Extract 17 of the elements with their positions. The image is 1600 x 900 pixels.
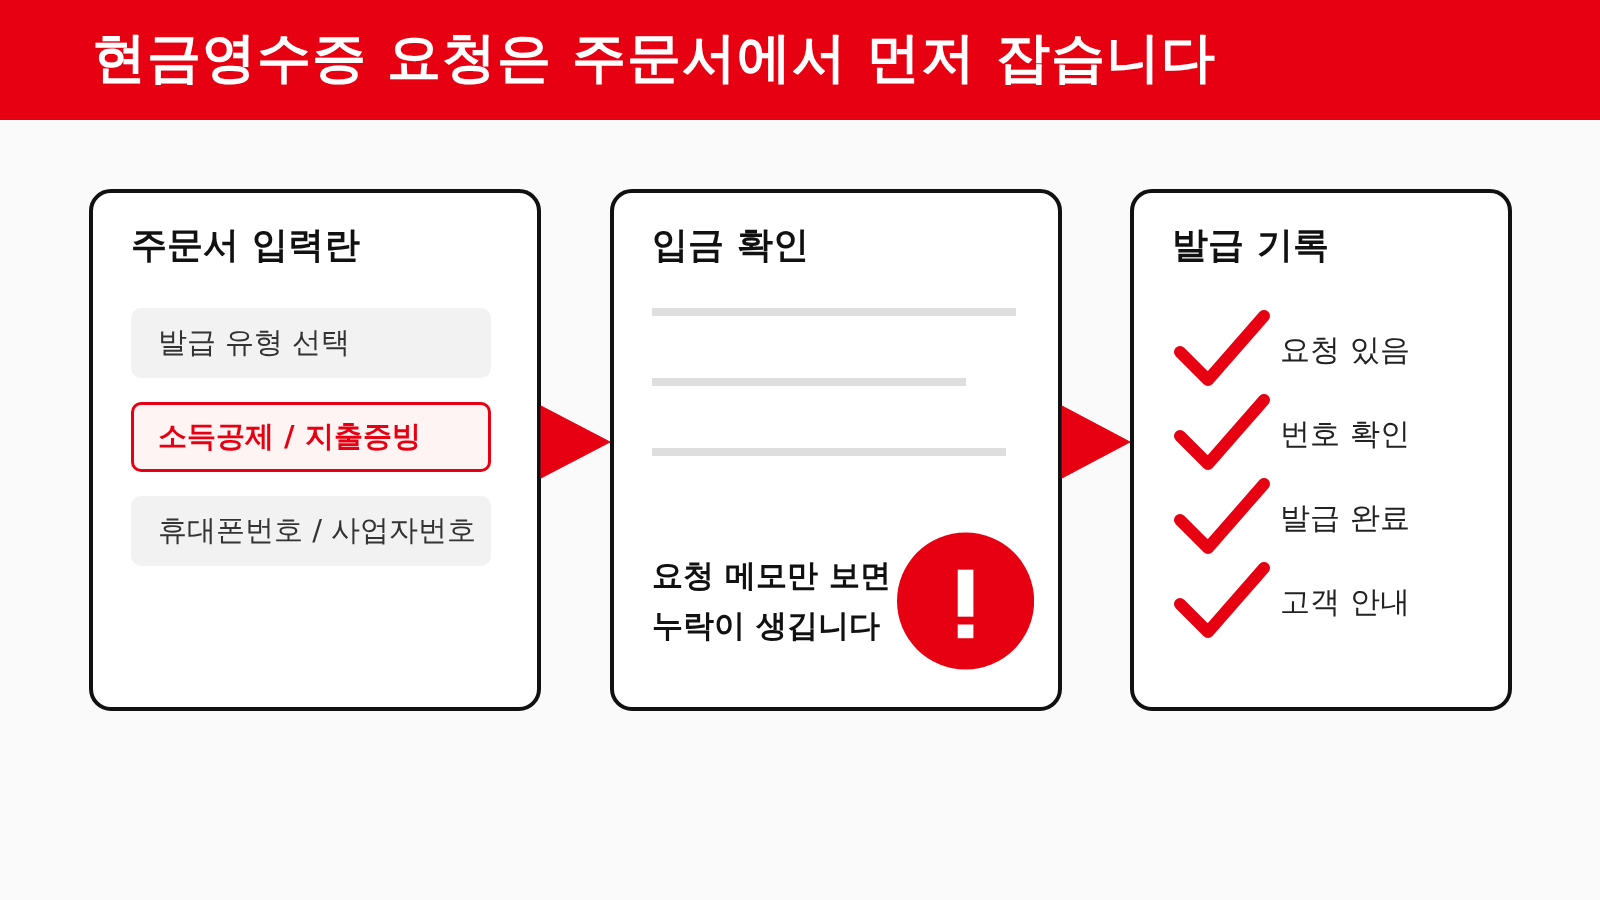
input-field: 휴대폰번호 / 사업자번호 bbox=[131, 496, 491, 566]
card-panel bbox=[1130, 189, 1512, 711]
panel-heading: 발급 기록 bbox=[1172, 223, 1330, 267]
panel-heading: 입금 확인 bbox=[652, 223, 810, 267]
card-panel bbox=[610, 189, 1062, 711]
input-field: 발급 유형 선택 bbox=[131, 308, 491, 378]
warning-note: 요청 메모만 보면 누락이 생깁니다 bbox=[652, 556, 892, 645]
arrow bbox=[540, 405, 611, 479]
selected-input-field: 소득공제 / 지출증빙 bbox=[131, 402, 491, 472]
checklist-item: 발급 완료 bbox=[1280, 498, 1410, 537]
checklist-item: 고객 안내 bbox=[1280, 582, 1410, 621]
checklist-item: 번호 확인 bbox=[1280, 414, 1410, 453]
card-panel bbox=[89, 189, 541, 711]
arrow bbox=[1061, 405, 1131, 479]
checklist-item: 요청 있음 bbox=[1280, 330, 1410, 369]
panel-heading: 주문서 입력란 bbox=[131, 223, 361, 267]
title: 현금영수증 요청은 주문서에서 먼저 잡습니다 bbox=[92, 25, 1217, 91]
